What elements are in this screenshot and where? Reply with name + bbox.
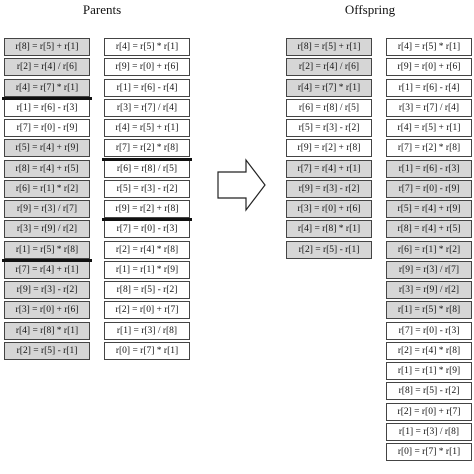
parent-1-gene: r[7] = r[0] - r[9] [4, 119, 90, 137]
offspring-2-gene: r[1] = r[5] * r[8] [386, 301, 472, 320]
parent-2-gene: r[2] = r[0] + r[7] [104, 301, 190, 320]
offspring-1-gene: r[6] = r[8] / r[5] [286, 98, 372, 117]
crossover-point-line [102, 157, 192, 161]
offspring-2-gene: r[9] = r[0] + r[6] [386, 58, 472, 77]
offspring-2-gene: r[4] = r[5] * r[1] [386, 38, 472, 56]
offspring-1-gene: r[4] = r[8] * r[1] [286, 220, 372, 239]
offspring-2-gene: r[7] = r[0] - r[3] [386, 321, 472, 340]
offspring-2-gene: r[9] = r[3] / r[7] [386, 260, 472, 279]
offspring-2-gene: r[4] = r[5] + r[1] [386, 119, 472, 137]
parent-2-gene: r[9] = r[0] + r[6] [104, 58, 190, 77]
offspring-2-gene: r[7] = r[0] - r[9] [386, 179, 472, 198]
parent-2-gene: r[0] = r[7] * r[1] [104, 341, 190, 360]
parent-2-gene: r[4] = r[5] + r[1] [104, 119, 190, 137]
offspring-2-gene: r[1] = r[6] - r[3] [386, 159, 472, 178]
offspring-1-gene: r[9] = r[2] + r[8] [286, 139, 372, 158]
offspring-1-gene: r[2] = r[4] / r[6] [286, 58, 372, 77]
offspring-2-gene: r[1] = r[6] - r[4] [386, 78, 472, 97]
offspring-2-gene: r[2] = r[0] + r[7] [386, 402, 472, 421]
parent-2-gene: r[3] = r[7] / r[4] [104, 98, 190, 117]
parent-1-gene: r[5] = r[4] + r[9] [4, 139, 90, 158]
parents-title: Parents [82, 2, 122, 17]
offspring-1-gene: r[4] = r[7] * r[1] [286, 78, 372, 97]
offspring-2-gene: r[2] = r[4] * r[8] [386, 341, 472, 360]
offspring-1-gene: r[8] = r[5] + r[1] [286, 38, 372, 56]
offspring-2-gene: r[6] = r[1] * r[2] [386, 240, 472, 259]
parent-1-gene: r[9] = r[3] - r[2] [4, 281, 90, 299]
parent-2-gene: r[1] = r[6] - r[4] [104, 78, 190, 97]
parent-2-gene: r[1] = r[3] / r[8] [104, 321, 190, 340]
parent-2-gene: r[8] = r[5] - r[2] [104, 281, 190, 299]
offspring-2-gene: r[3] = r[7] / r[4] [386, 98, 472, 117]
offspring-2-gene: r[1] = r[1] * r[9] [386, 362, 472, 380]
offspring-1-gene: r[2] = r[5] - r[1] [286, 240, 372, 259]
offspring-1-gene: r[5] = r[3] - r[2] [286, 119, 372, 137]
offspring-title: Offspring [344, 2, 396, 17]
parent-1-gene: r[6] = r[1] * r[2] [4, 179, 90, 198]
offspring-2-gene: r[1] = r[3] / r[8] [386, 422, 472, 441]
parent-1-gene: r[8] = r[5] + r[1] [4, 38, 90, 56]
offspring-1-gene: r[7] = r[4] + r[1] [286, 159, 372, 178]
parent-1-gene: r[3] = r[9] / r[2] [4, 220, 90, 239]
offspring-2-gene: r[8] = r[5] - r[2] [386, 382, 472, 401]
crossover-point-line [2, 96, 92, 100]
crossover-arrow-icon [217, 158, 266, 212]
offspring-2-gene: r[7] = r[2] * r[8] [386, 139, 472, 158]
parent-2-gene: r[9] = r[2] + r[8] [104, 200, 190, 218]
parent-1-gene: r[4] = r[7] * r[1] [4, 78, 90, 97]
parent-1-gene: r[3] = r[0] + r[6] [4, 301, 90, 320]
parent-2-gene: r[2] = r[4] * r[8] [104, 240, 190, 259]
parent-2-gene: r[1] = r[1] * r[9] [104, 260, 190, 279]
offspring-2-gene: r[5] = r[4] + r[9] [386, 200, 472, 218]
parent-1-gene: r[8] = r[4] + r[5] [4, 159, 90, 178]
offspring-1-gene: r[9] = r[3] - r[2] [286, 179, 372, 198]
parent-1-gene: r[9] = r[3] / r[7] [4, 200, 90, 218]
parent-1-gene: r[4] = r[8] * r[1] [4, 321, 90, 340]
parent-1-gene: r[2] = r[5] - r[1] [4, 341, 90, 360]
offspring-2-gene: r[3] = r[9] / r[2] [386, 281, 472, 299]
parent-1-gene: r[1] = r[5] * r[8] [4, 240, 90, 259]
parent-2-gene: r[7] = r[2] * r[8] [104, 139, 190, 158]
crossover-point-line [102, 218, 192, 222]
offspring-2-gene: r[8] = r[4] + r[5] [386, 220, 472, 239]
parent-2-gene: r[4] = r[5] * r[1] [104, 38, 190, 56]
parent-2-gene: r[5] = r[3] - r[2] [104, 179, 190, 198]
parent-1-gene: r[2] = r[4] / r[6] [4, 58, 90, 77]
crossover-point-line [2, 258, 92, 262]
offspring-1-gene: r[3] = r[0] + r[6] [286, 200, 372, 218]
offspring-2-gene: r[0] = r[7] * r[1] [386, 443, 472, 461]
